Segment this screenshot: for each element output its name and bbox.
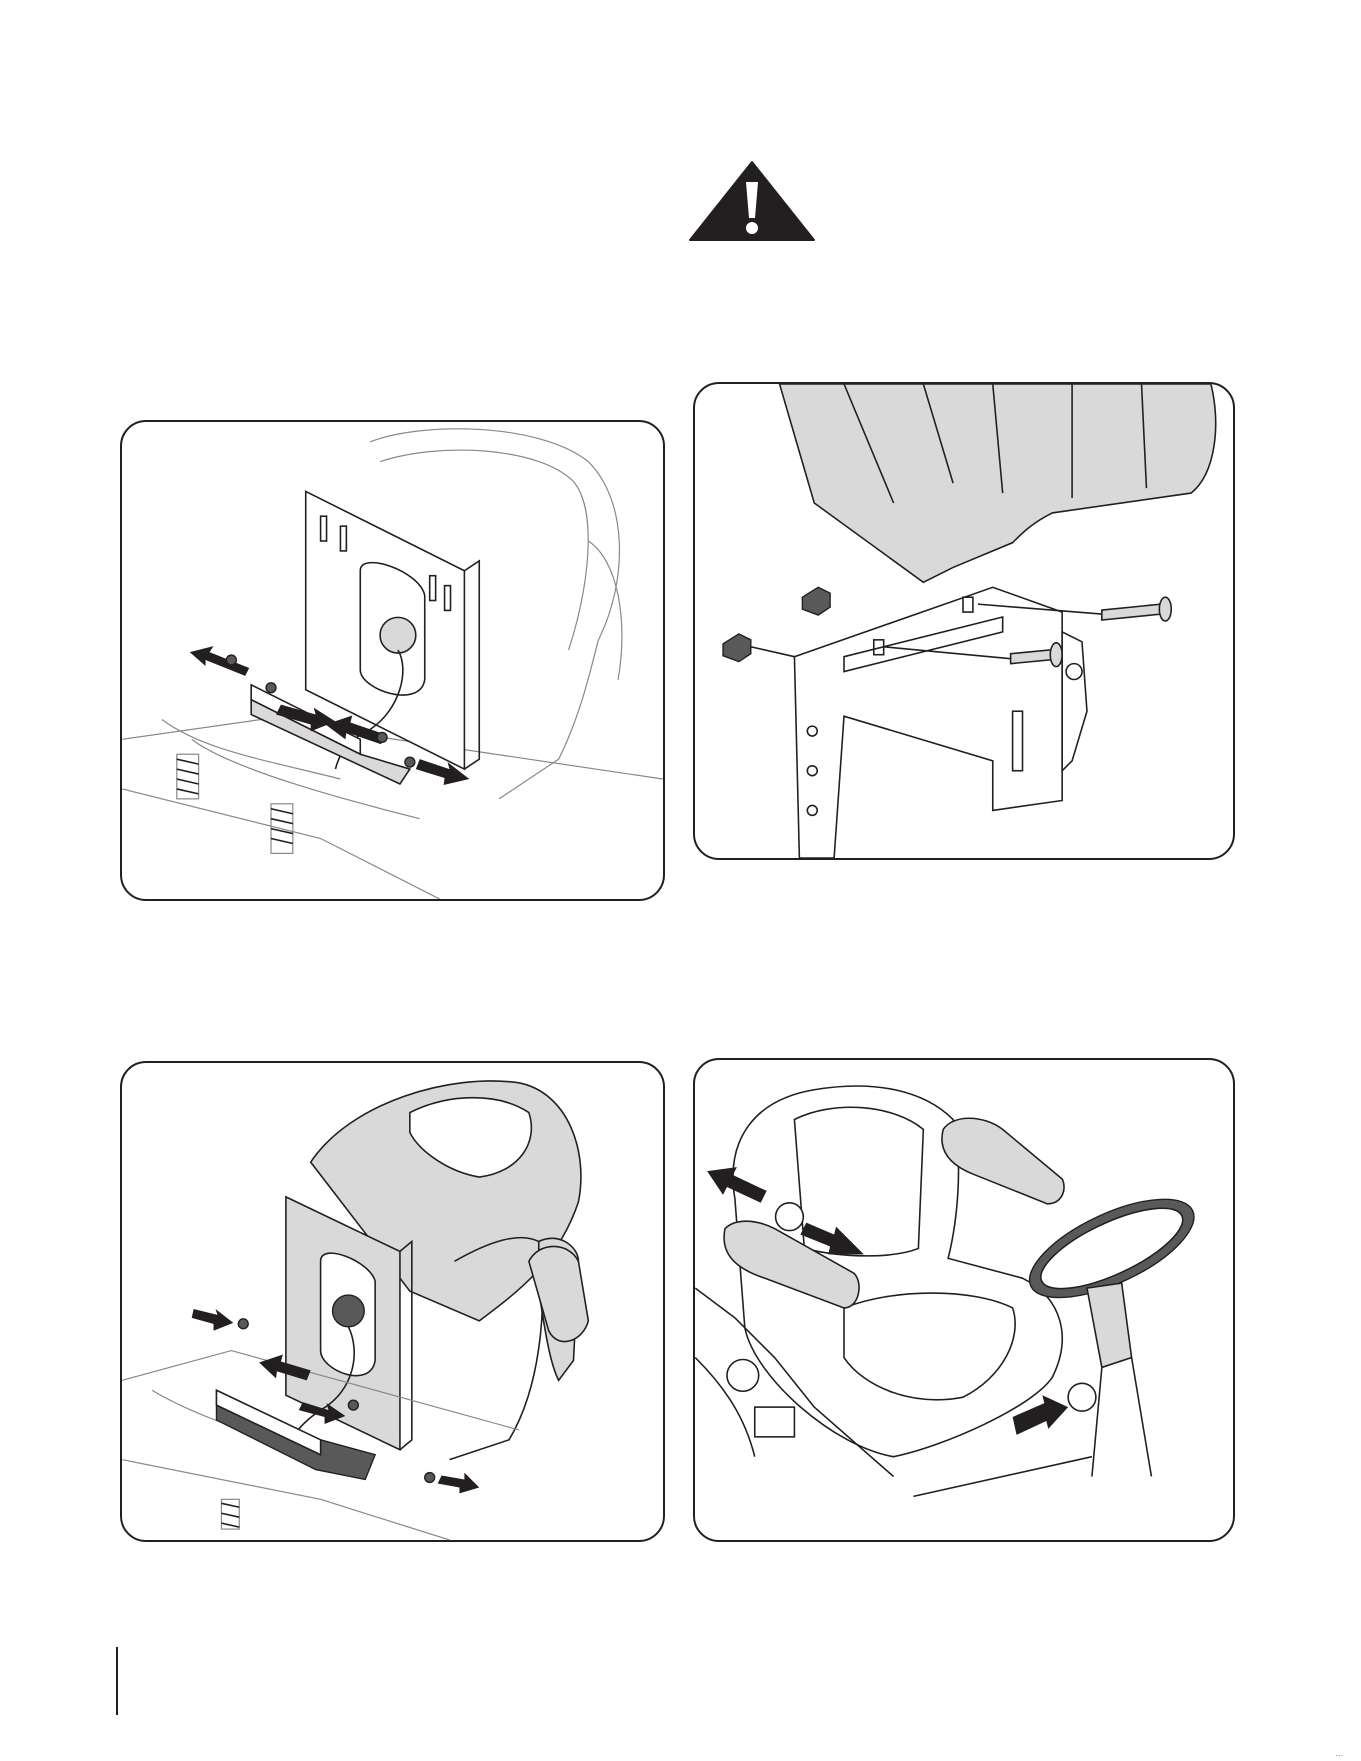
- arrow-out-left: [190, 646, 250, 676]
- nut-left: [723, 634, 794, 662]
- bolt: [425, 1473, 435, 1483]
- figure-1-panel: [120, 420, 665, 901]
- figure-4-illustration: [695, 1060, 1233, 1540]
- pivot-bracket: [794, 587, 1062, 858]
- spring: [221, 1499, 239, 1529]
- armrest-right: [942, 1118, 1064, 1204]
- bolt: [405, 757, 415, 767]
- figure-2-illustration: [695, 384, 1233, 858]
- warning-triangle-icon: [688, 160, 816, 242]
- seat-pan: [780, 384, 1216, 582]
- figure-2-panel: [693, 382, 1235, 860]
- nut-center: [802, 587, 830, 615]
- spring-left: [177, 754, 199, 799]
- figure-3-illustration: [122, 1063, 663, 1540]
- bolt: [377, 732, 387, 742]
- figure-1-illustration: [122, 422, 663, 899]
- footer-code: ...: [1335, 1748, 1343, 1758]
- bolt: [266, 683, 276, 693]
- bracket: [755, 1407, 795, 1437]
- figure-3-panel: [120, 1061, 665, 1542]
- bolt: [348, 1400, 358, 1410]
- bolt: [238, 1319, 248, 1329]
- callout-circle: [776, 1203, 804, 1231]
- armrest: [529, 1246, 589, 1341]
- arrow-in-right: [192, 1309, 234, 1331]
- callout-circle: [1068, 1383, 1096, 1411]
- knob: [727, 1360, 759, 1392]
- figure-4-panel: [693, 1058, 1235, 1542]
- bolt: [226, 655, 236, 665]
- pivot-link: [1062, 632, 1087, 771]
- footer-rule: [116, 1647, 118, 1715]
- arrow-in-left-2: [438, 1473, 480, 1494]
